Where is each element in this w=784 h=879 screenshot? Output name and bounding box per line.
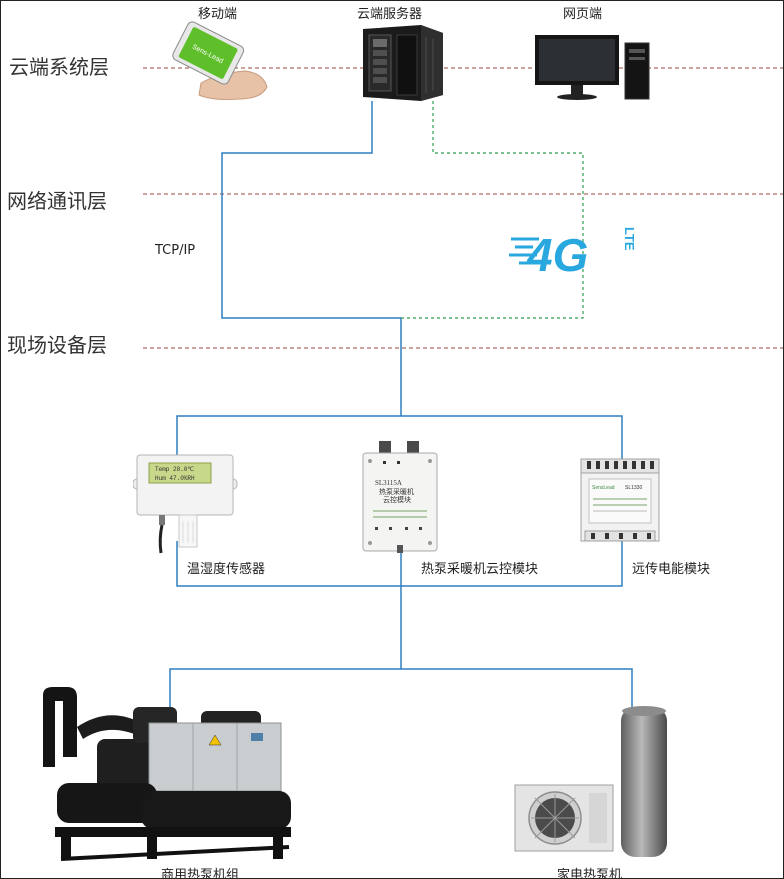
tcpip-link [221, 101, 402, 416]
module-model-text: SL3115A [375, 479, 402, 487]
energy-meter-module-icon: SensLead SL1330 [580, 458, 660, 542]
temp-humidity-sensor-icon: Temp 28.0℃ Hum 47.0%RH [133, 454, 238, 554]
lte-4g-icon: 4G LTE [509, 227, 637, 279]
server-label: 云端服务器 [357, 7, 423, 22]
meter-model-text: SL1330 [625, 485, 642, 491]
module-name-line2: 云控模块 [383, 495, 411, 504]
layer-label-network: 网络通讯层 [7, 189, 107, 213]
household-unit-label: 家电热泵机 [557, 868, 623, 879]
module-name-line1: 热泵采暖机 [379, 487, 414, 496]
protocol-label: TCP/IP [155, 243, 196, 258]
cloud-module-label: 热泵采暖机云控模块 [421, 562, 539, 577]
sensor-lcd-line2: Hum 47.0%RH [155, 475, 195, 482]
heat-pump-cloud-module-icon: SL3115A 热泵采暖机 云控模块 [362, 441, 438, 553]
meter-label: 远传电能模块 [632, 562, 711, 577]
sensor-label: 温湿度传感器 [187, 562, 266, 577]
mobile-label: 移动端 [198, 7, 238, 22]
meter-brand-text: SensLead [592, 485, 615, 491]
badge-4g-text: 4G [526, 229, 588, 279]
field-bus-bottom [176, 541, 623, 587]
unit-branch [169, 668, 633, 713]
commercial-heat-pump-unit-icon [43, 687, 291, 861]
mobile-phone-icon: Sens-Lead [172, 21, 268, 100]
sensor-lcd-line1: Temp 28.0℃ [155, 466, 194, 473]
field-bus-top [176, 415, 623, 459]
household-heat-pump-icon [514, 706, 667, 857]
layer-label-cloud: 云端系统层 [9, 55, 109, 79]
web-label: 网页端 [563, 7, 603, 22]
server-icon [363, 25, 443, 101]
layer-label-field: 现场设备层 [7, 333, 107, 357]
desktop-computer-icon [535, 35, 650, 100]
lte-link [401, 101, 584, 319]
badge-lte-text: LTE [622, 227, 637, 251]
commercial-unit-label: 商用热泵机组 [161, 868, 240, 879]
